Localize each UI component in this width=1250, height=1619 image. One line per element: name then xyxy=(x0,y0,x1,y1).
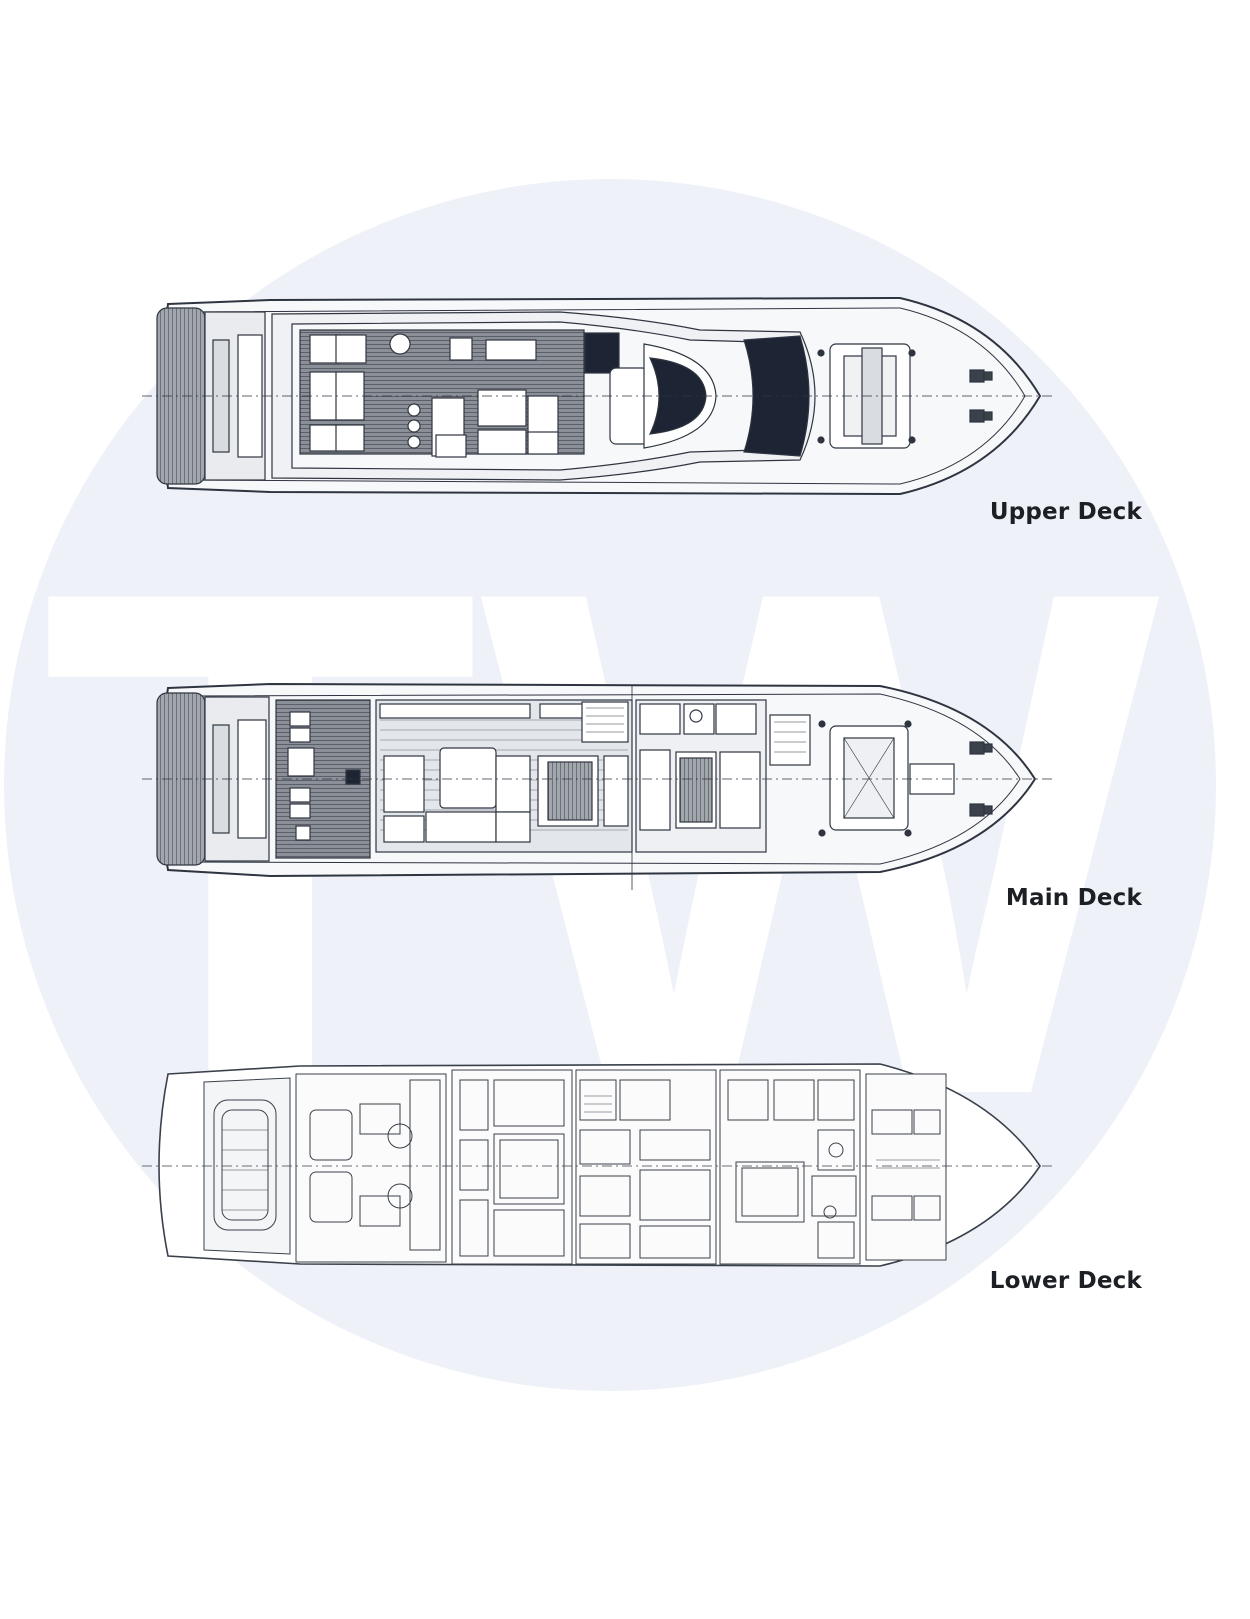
lower-deck-plan xyxy=(142,1063,1052,1267)
main-deck-plan xyxy=(142,682,1052,890)
lower-mid-section xyxy=(575,1069,717,1265)
lower-aft-cabin xyxy=(451,1069,573,1265)
upper-deck-plan xyxy=(142,296,1052,496)
lower-crew-area xyxy=(865,1073,947,1261)
upper-deck-label: Upper Deck xyxy=(989,499,1142,525)
lower-vip-cabin xyxy=(719,1069,861,1265)
lower-deck-label: Lower Deck xyxy=(989,1268,1142,1294)
main-deck-label: Main Deck xyxy=(1005,885,1142,911)
lower-engine-room xyxy=(295,1073,447,1263)
